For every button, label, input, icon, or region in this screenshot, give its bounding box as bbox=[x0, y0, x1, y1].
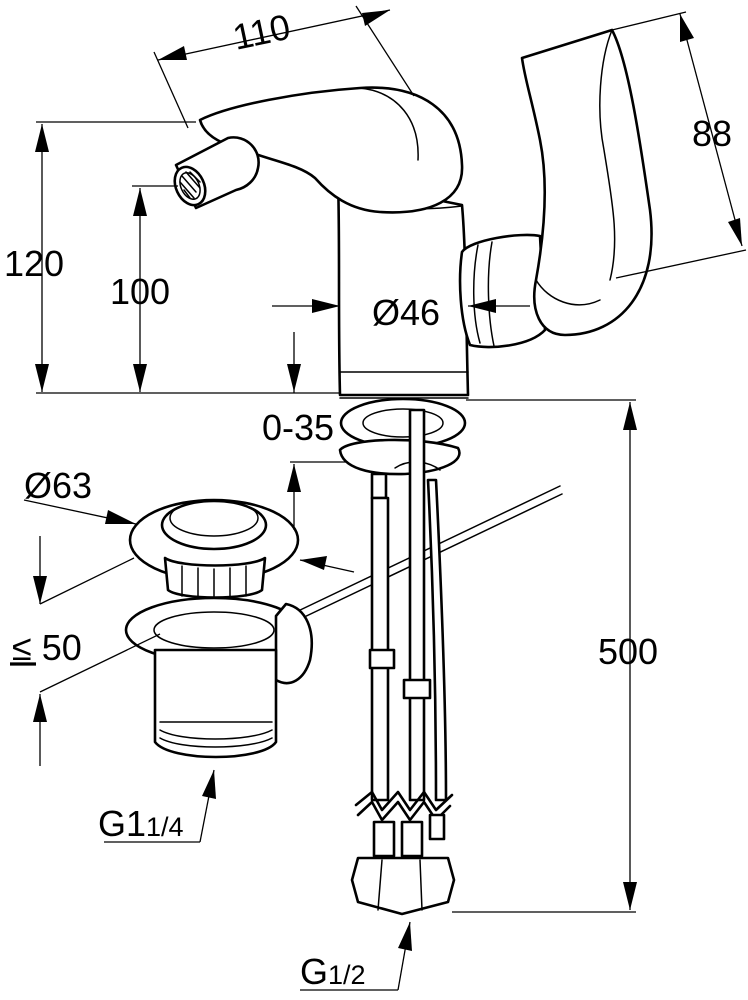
dimension-labels: 110 88 120 100 Ø46 0-35 Ø63 l ≤ 50 500 G… bbox=[3, 6, 732, 992]
faucet bbox=[173, 28, 653, 399]
waste-plug bbox=[160, 499, 268, 551]
hose-ferrule-2 bbox=[400, 820, 424, 858]
dim-arrow-035-top bbox=[287, 364, 301, 392]
aerator-mesh bbox=[179, 172, 201, 200]
dim-arrow-g114 bbox=[202, 770, 216, 799]
popup-waste bbox=[124, 498, 313, 759]
supply-thread-main: G bbox=[300, 951, 328, 992]
popup-rod-2 bbox=[297, 493, 563, 621]
dim-arrow-500-bottom bbox=[623, 882, 637, 910]
label-hose-length: 500 bbox=[598, 631, 658, 672]
dim-arrow-46-right bbox=[468, 299, 496, 313]
dim-arrow-120-bottom bbox=[35, 364, 49, 392]
dim-arrow-110-left bbox=[158, 46, 187, 60]
label-spout-height: 100 bbox=[110, 271, 170, 312]
hose-right bbox=[426, 478, 448, 802]
waste-nut-inner bbox=[153, 611, 275, 649]
hose-center bbox=[408, 408, 426, 802]
grille-bars bbox=[181, 565, 247, 600]
dim-arrow-100-bottom bbox=[133, 364, 147, 392]
label-waste-length-prefix: l bbox=[3, 660, 44, 668]
hose-break-mark bbox=[354, 790, 454, 812]
fixing-washer bbox=[338, 438, 461, 476]
label-deck-thickness: 0-35 bbox=[262, 407, 334, 448]
waste-grille bbox=[163, 556, 267, 599]
dim-arrow-88-top bbox=[680, 14, 694, 42]
dim-arrow-50-top bbox=[33, 576, 47, 604]
waste-thread bbox=[159, 729, 273, 748]
waste-body bbox=[153, 648, 278, 759]
dimension-lines bbox=[23, 5, 747, 991]
supply-assembly bbox=[295, 397, 563, 916]
dim-arrow-88-bottom bbox=[728, 218, 742, 246]
hex-nut bbox=[350, 856, 456, 916]
supply-thread-frac: 1/2 bbox=[328, 960, 366, 990]
dim-arrow-035-bottom bbox=[287, 464, 301, 492]
lever-handle bbox=[520, 28, 653, 337]
label-waste-diameter: Ø63 bbox=[24, 465, 92, 506]
label-lever-height: 88 bbox=[692, 113, 732, 154]
dim-arrow-50-bottom bbox=[33, 694, 47, 722]
waste-thread-frac: 1/4 bbox=[146, 812, 184, 842]
label-waste-thread: G11/4 bbox=[98, 803, 184, 844]
dim-arrow-100-top bbox=[133, 188, 147, 216]
dim-arrow-63-left bbox=[105, 510, 136, 524]
label-supply-thread: G1/2 bbox=[300, 951, 366, 992]
dim-arrow-110-right bbox=[362, 10, 390, 26]
hose-clip-2 bbox=[402, 678, 432, 700]
dim-arrow-120-top bbox=[35, 124, 49, 152]
spout-arm-ridge bbox=[359, 87, 419, 161]
hose-clip-1 bbox=[368, 648, 396, 670]
waste-thread-main: G1 bbox=[98, 803, 146, 844]
label-body-diameter: Ø46 bbox=[372, 292, 440, 333]
lever-curl bbox=[535, 279, 601, 306]
dim-arrow-500-top bbox=[623, 402, 637, 430]
threaded-stud bbox=[370, 472, 388, 500]
label-spout-reach: 110 bbox=[229, 6, 294, 58]
hex-face-1 bbox=[377, 859, 383, 911]
hub-ring-1 bbox=[473, 244, 481, 344]
waste-plug-top bbox=[169, 499, 259, 537]
hex-face-2 bbox=[419, 859, 423, 911]
hub-ring-2 bbox=[487, 241, 495, 347]
dim-arrow-63-right bbox=[300, 556, 327, 570]
waste-overflow-arm bbox=[274, 602, 313, 685]
popup-rod bbox=[295, 485, 561, 613]
label-total-height: 120 bbox=[4, 243, 64, 284]
lever-edge bbox=[599, 29, 616, 281]
label-waste-length-value: ≤ 50 bbox=[12, 627, 82, 668]
faucet-body bbox=[336, 178, 470, 397]
dim-arrow-g12 bbox=[398, 922, 412, 951]
dim-arrow-46-left bbox=[312, 299, 340, 313]
lever-hub bbox=[458, 233, 547, 349]
hose-ferrule-1 bbox=[372, 820, 396, 858]
aerator-hatch bbox=[179, 171, 201, 199]
label-waste-length: l bbox=[3, 660, 44, 668]
hose-ferrule-3 bbox=[428, 813, 446, 841]
fixing-ring-inner bbox=[362, 408, 444, 438]
